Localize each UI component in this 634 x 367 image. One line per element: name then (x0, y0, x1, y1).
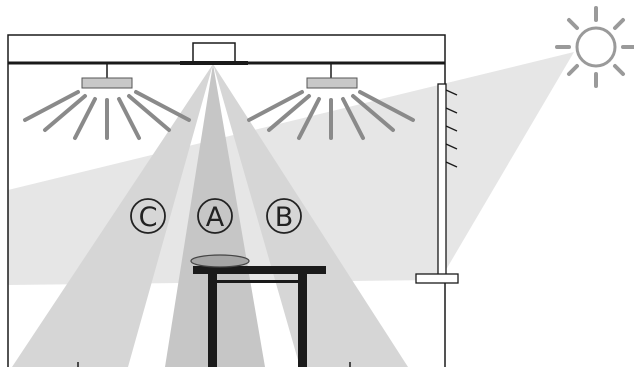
zone-label-a: A (197, 198, 233, 234)
zone-label-c-text: C (139, 202, 158, 233)
zone-label-a-text: A (206, 202, 225, 233)
ceiling-lamp-right (247, 63, 415, 140)
table-icon (193, 266, 326, 367)
window-blind-icon (415, 83, 459, 284)
sun-icon (555, 6, 634, 88)
zone-label-b-text: B (275, 202, 294, 233)
sensor-icon (180, 42, 248, 65)
zone-label-b: B (266, 198, 302, 234)
view-cone-a (165, 64, 265, 367)
view-cone-b (213, 64, 408, 367)
plate-icon (190, 254, 250, 268)
floor-ticks (77, 362, 351, 367)
ceiling-lamp-left (23, 63, 191, 140)
zone-label-c: C (130, 198, 166, 234)
view-cone-c (12, 64, 213, 367)
